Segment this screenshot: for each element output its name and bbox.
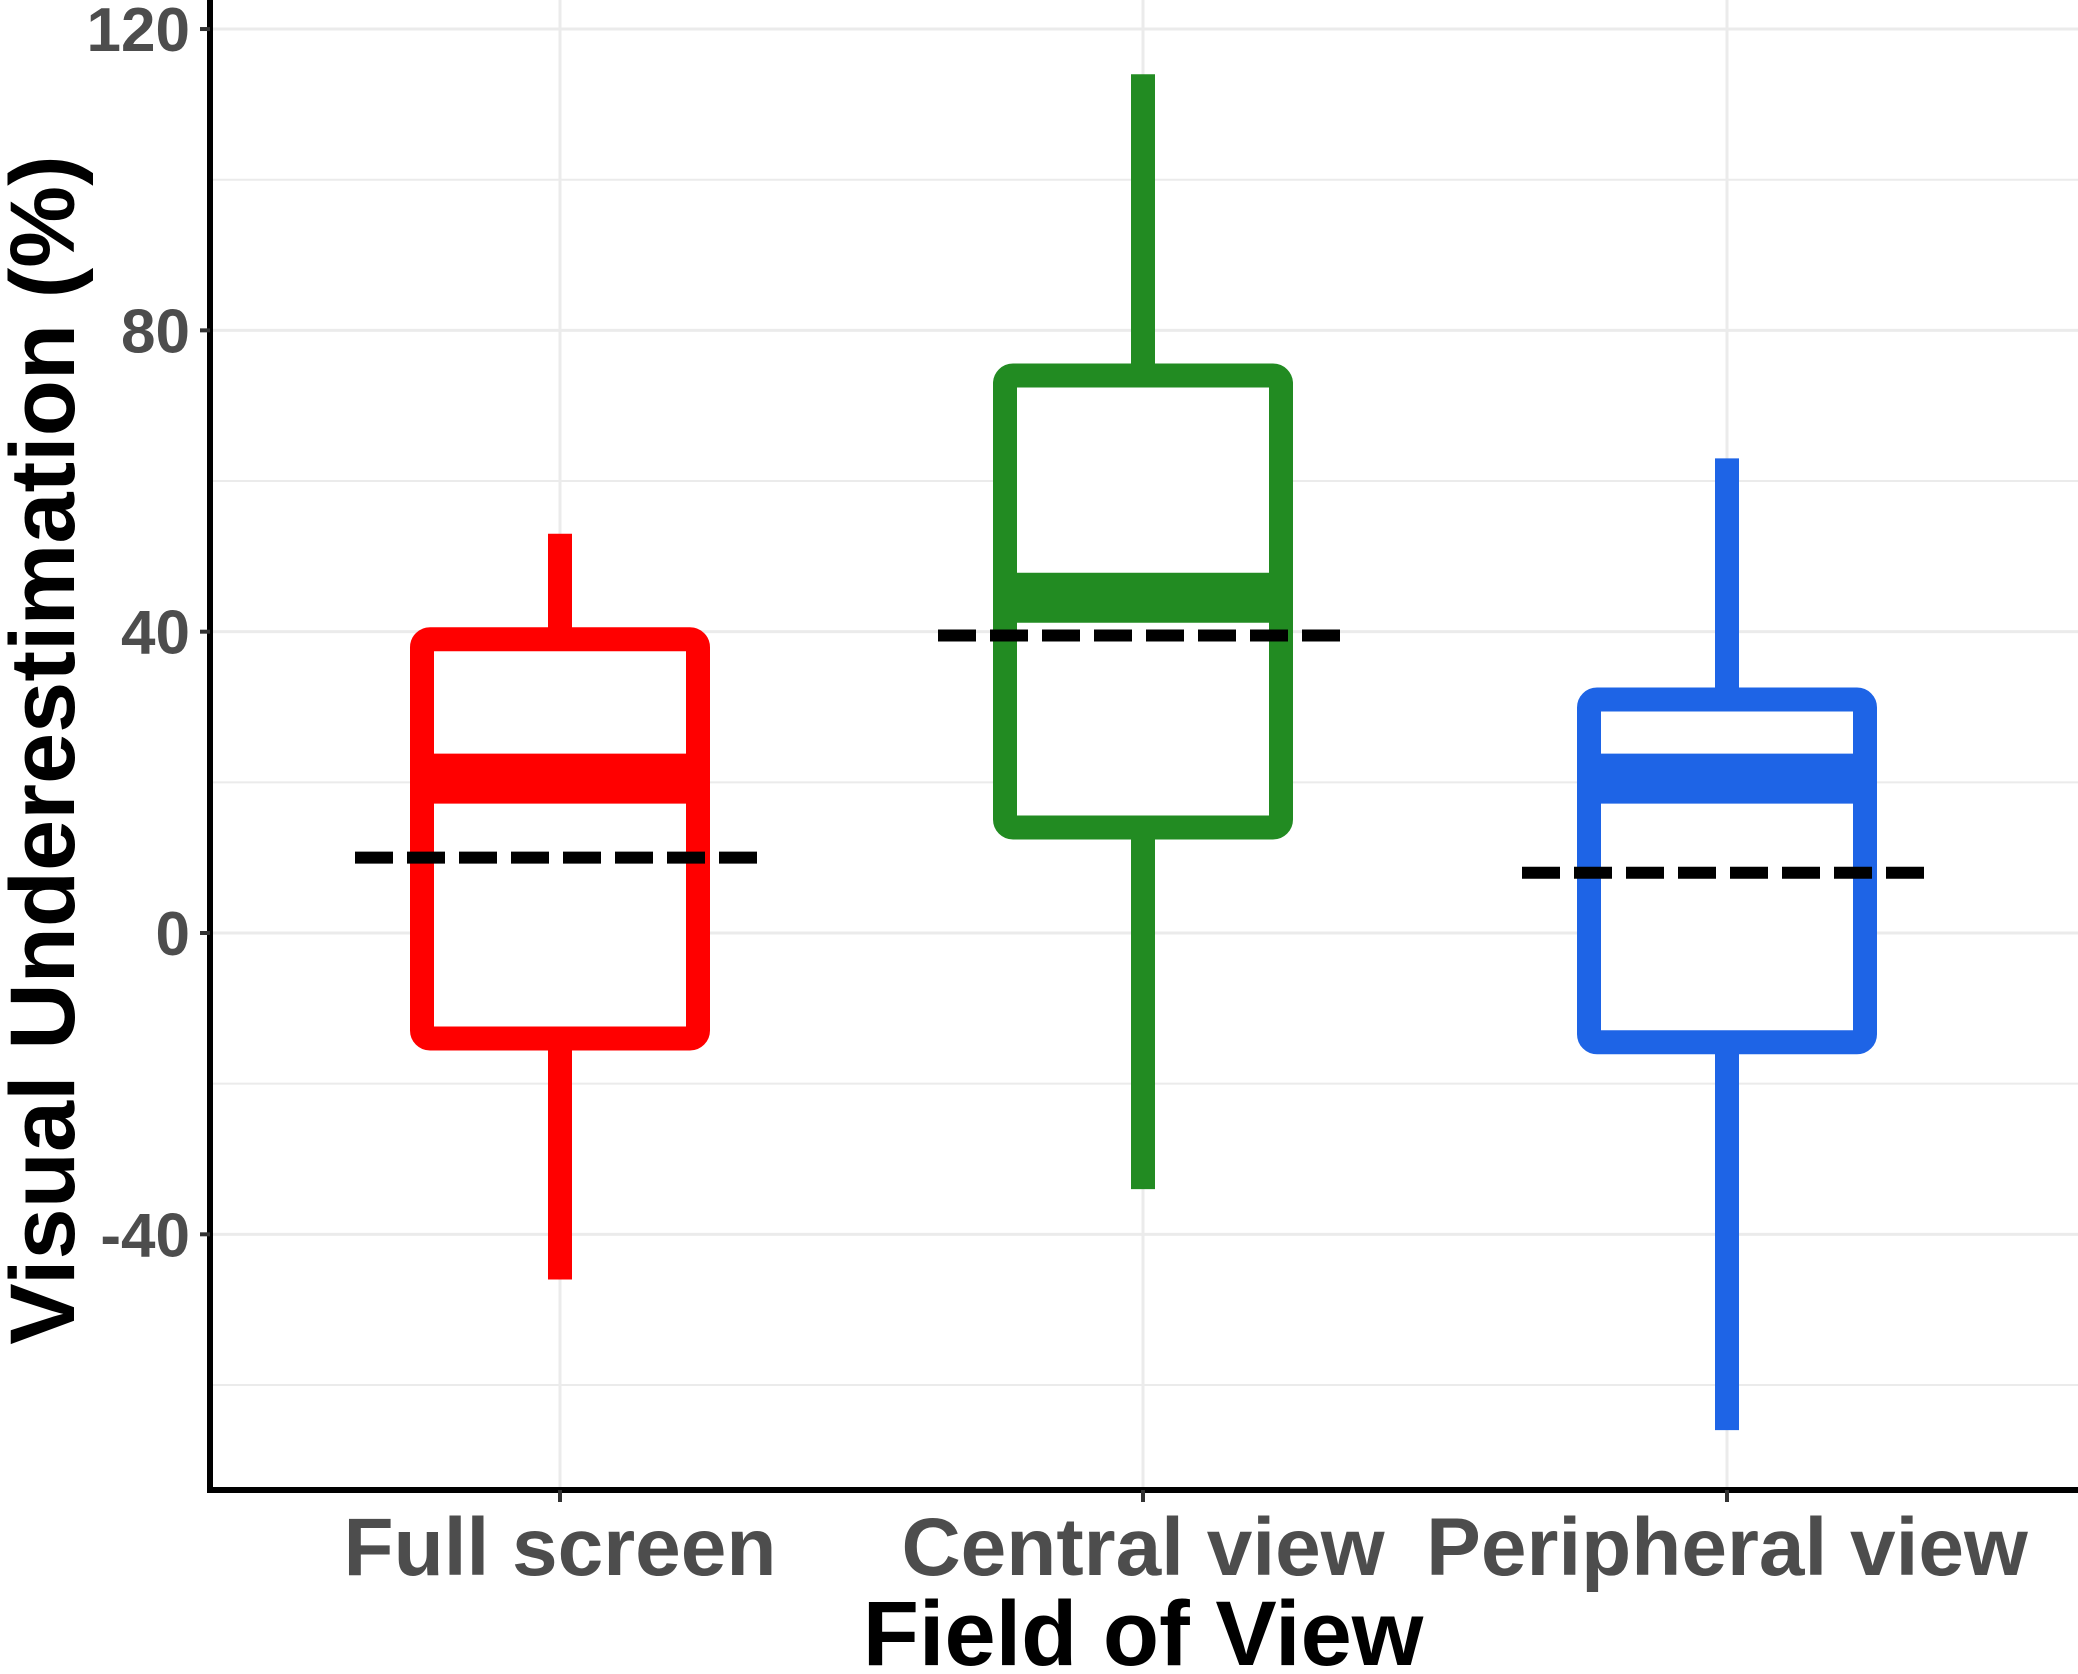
x-tick-label: Peripheral view (1426, 1502, 2028, 1593)
y-tick-label: 40 (121, 599, 190, 668)
x-axis-ticks: Full screen Central view Peripheral view (344, 1490, 2028, 1593)
x-tick-label: Full screen (344, 1502, 777, 1593)
y-axis-ticks: -40 0 40 80 120 (87, 0, 210, 1270)
mean-lines (355, 629, 1932, 879)
box-central-view (993, 74, 1293, 1190)
box-body (410, 627, 710, 1051)
x-axis-title: Field of View (863, 1583, 1424, 1674)
y-tick-label: 120 (87, 0, 190, 65)
y-tick-label: -40 (100, 1201, 190, 1270)
box-full-screen (410, 533, 710, 1280)
y-tick-label: 80 (121, 297, 190, 366)
y-axis-title: Visual Underestimation (%) (0, 155, 94, 1344)
y-tick-label: 0 (156, 900, 190, 969)
x-tick-label: Central view (901, 1502, 1384, 1593)
box-peripheral-view (1577, 458, 1877, 1431)
